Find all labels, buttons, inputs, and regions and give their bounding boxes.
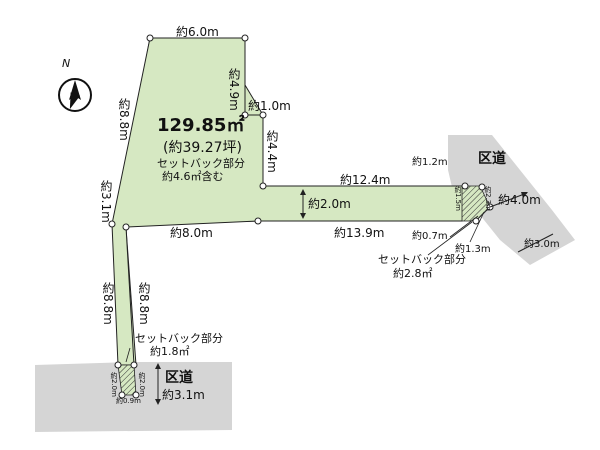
dim-corridor-bottom: 約13.9m xyxy=(334,226,385,240)
dim-east-2-3: 約2.3m xyxy=(484,186,492,211)
east-road-arrow-4m xyxy=(489,192,528,208)
vertex xyxy=(241,111,249,119)
vertex xyxy=(478,183,486,191)
dim-left-lower: 約3.1m xyxy=(99,180,113,223)
leader-line xyxy=(125,347,131,363)
arrow-head xyxy=(155,363,161,369)
dim-step: 約1.0m xyxy=(248,99,291,113)
vertex xyxy=(130,361,138,369)
dim-corridor-top: 約12.4m xyxy=(340,173,391,187)
leader-line xyxy=(449,215,479,238)
dim-south-2-0-right: 約2.0m xyxy=(138,372,146,397)
arrow-head xyxy=(300,189,306,195)
dim-east-1-2: 約1.2m xyxy=(412,157,448,168)
leader-line xyxy=(469,211,485,243)
dim-corridor-width: 約2.0m xyxy=(308,197,351,211)
dim-left-upper: 約8.8m xyxy=(117,98,131,141)
arrow-head xyxy=(300,213,306,219)
east-road xyxy=(448,135,575,265)
dim-east-3-0: 約3.0m xyxy=(524,239,560,250)
dim-east-4-0: 約4.0m xyxy=(498,193,541,207)
vertex xyxy=(146,34,154,42)
vertex xyxy=(122,223,130,231)
vertex xyxy=(259,111,267,119)
east-road-label: 区道 xyxy=(478,151,506,167)
setback-east-area: 約2.8㎡ xyxy=(393,267,433,280)
leader-line xyxy=(427,221,473,256)
east-road-arrow-3m xyxy=(517,233,554,253)
compass-letter: N xyxy=(62,57,71,70)
vertex xyxy=(461,182,469,190)
setback-south-label: セットバック部分 xyxy=(135,332,223,345)
dim-stem-left: 約8.8m xyxy=(101,282,115,325)
vertex xyxy=(118,391,126,399)
dim-south-2-0-left: 約2.0m xyxy=(110,372,118,397)
dim-east-0-7: 約0.7m xyxy=(412,231,448,242)
dim-bottom: 約8.0m xyxy=(170,226,213,240)
vertex xyxy=(254,217,262,225)
lot-setback-note: セットバック部分 xyxy=(157,157,245,170)
south-road-label: 区道 xyxy=(165,370,193,386)
dim-south-0-9: 約0.9m xyxy=(116,397,141,405)
compass-icon xyxy=(58,78,92,112)
vertex xyxy=(108,220,116,228)
vertex xyxy=(114,361,122,369)
setback-south-area: 約1.8㎡ xyxy=(150,345,190,358)
arrow-head xyxy=(155,399,161,405)
dim-east-1-3: 約1.3m xyxy=(455,244,491,255)
lot-setback-included: 約4.6㎡含む xyxy=(162,170,224,183)
vertex xyxy=(259,182,267,190)
lot-main xyxy=(111,37,483,366)
dim-east-1-5: 約1.5m xyxy=(454,186,462,211)
dim-top: 約6.0m xyxy=(176,25,219,39)
vertex xyxy=(241,34,249,42)
arrow-head xyxy=(521,192,528,198)
vertex xyxy=(132,391,140,399)
dim-south-3-1: 約3.1m xyxy=(162,388,205,402)
dim-right-lower: 約4.4m xyxy=(265,130,279,173)
dim-right-upper: 約4.9m xyxy=(227,68,241,111)
dim-stem-right: 約8.8m xyxy=(137,282,151,325)
lot-tsubo: (約39.27坪) xyxy=(163,140,243,156)
setback-east-label: セットバック部分 xyxy=(378,253,466,266)
lot-area: 129.85㎡ xyxy=(157,115,245,136)
